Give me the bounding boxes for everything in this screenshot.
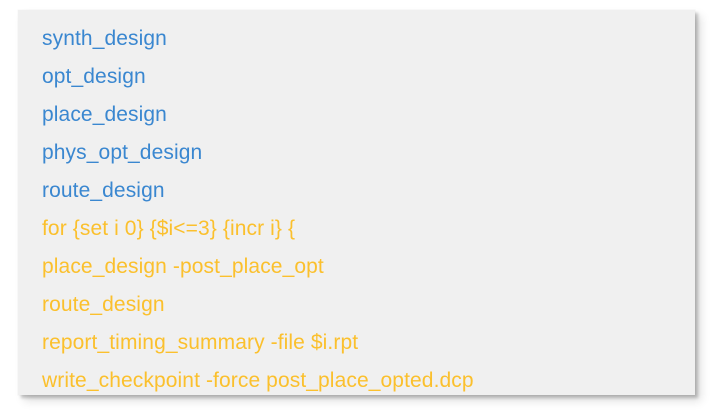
code-line-2: opt_design — [42, 65, 146, 88]
code-line-3: place_design — [42, 103, 167, 126]
code-line-10: write_checkpoint -force post_place_opted… — [42, 369, 474, 392]
code-line-5: route_design — [42, 179, 165, 202]
code-line-9: report_timing_summary -file $i.rpt — [42, 331, 359, 354]
code-line-6: for {set i 0} {$i<=3} {incr i} { — [42, 217, 296, 240]
code-line-1: synth_design — [42, 27, 167, 50]
code-line-list: synth_design opt_design place_design phy… — [42, 20, 695, 395]
code-line-7: place_design -post_place_opt — [42, 255, 324, 278]
code-line-8: route_design — [42, 293, 165, 316]
code-line-4: phys_opt_design — [42, 141, 203, 164]
code-panel: synth_design opt_design place_design phy… — [18, 10, 695, 395]
